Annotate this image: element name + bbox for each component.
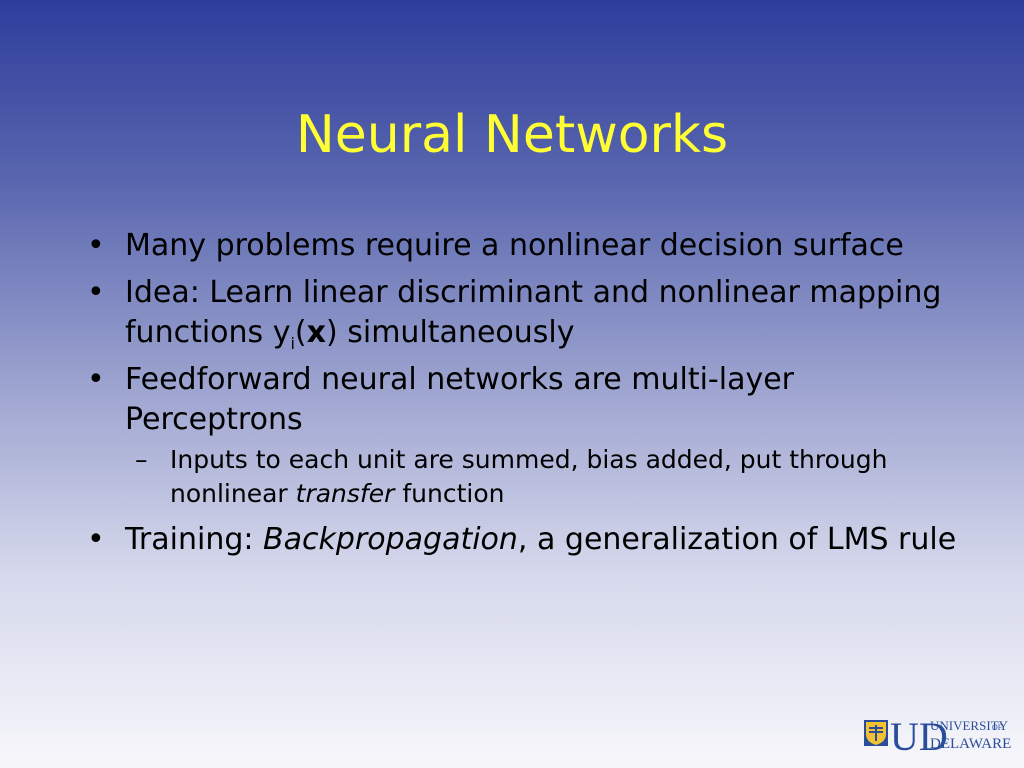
- bullet-text-end: ) simultaneously: [326, 315, 575, 350]
- bullet-marker: •: [87, 362, 105, 397]
- bullet-text: Idea: Learn linear discriminant and nonl…: [125, 275, 942, 350]
- italic-term: Backpropagation: [263, 522, 518, 557]
- logo-line1: UNIVERSITY: [930, 718, 1009, 733]
- university-seal-icon: [864, 720, 888, 746]
- bullet-marker: •: [87, 522, 105, 557]
- slide-title: Neural Networks: [295, 105, 729, 165]
- sub-bullet-list: – Inputs to each unit are summed, bias a…: [125, 443, 965, 511]
- university-logo: UD UNIVERSITY OF DELAWARE: [864, 714, 1011, 758]
- bullet-text: Training:: [125, 522, 264, 557]
- bullet-item: • Training: Backpropagation, a generaliz…: [85, 520, 965, 560]
- sub-bullet-text: Inputs to each unit are summed, bias add…: [170, 445, 888, 508]
- subscript-text: i: [290, 334, 295, 353]
- bullet-list: • Many problems require a nonlinear deci…: [85, 226, 965, 567]
- paren-text: (: [294, 315, 307, 350]
- sub-bullet-marker: –: [135, 445, 148, 474]
- logo-initials: UD: [890, 714, 948, 758]
- bullet-text-end: , a generalization of LMS rule: [517, 522, 957, 557]
- bullet-text: Feedforward neural networks are multi-la…: [125, 362, 795, 437]
- logo-line2: DELAWARE: [930, 736, 1011, 752]
- logo-line1-suffix: OF: [992, 723, 1003, 732]
- bullet-item: • Idea: Learn linear discriminant and no…: [85, 273, 965, 353]
- bullet-item: • Many problems require a nonlinear deci…: [85, 226, 965, 266]
- bold-variable: x: [306, 315, 326, 350]
- bullet-item: • Feedforward neural networks are multi-…: [85, 360, 965, 511]
- bullet-marker: •: [87, 228, 105, 263]
- italic-term: transfer: [295, 479, 395, 508]
- sub-bullet-text-end: function: [394, 479, 505, 508]
- bullet-marker: •: [87, 275, 105, 310]
- sub-bullet-item: – Inputs to each unit are summed, bias a…: [125, 443, 965, 511]
- bullet-text: Many problems require a nonlinear decisi…: [125, 228, 904, 263]
